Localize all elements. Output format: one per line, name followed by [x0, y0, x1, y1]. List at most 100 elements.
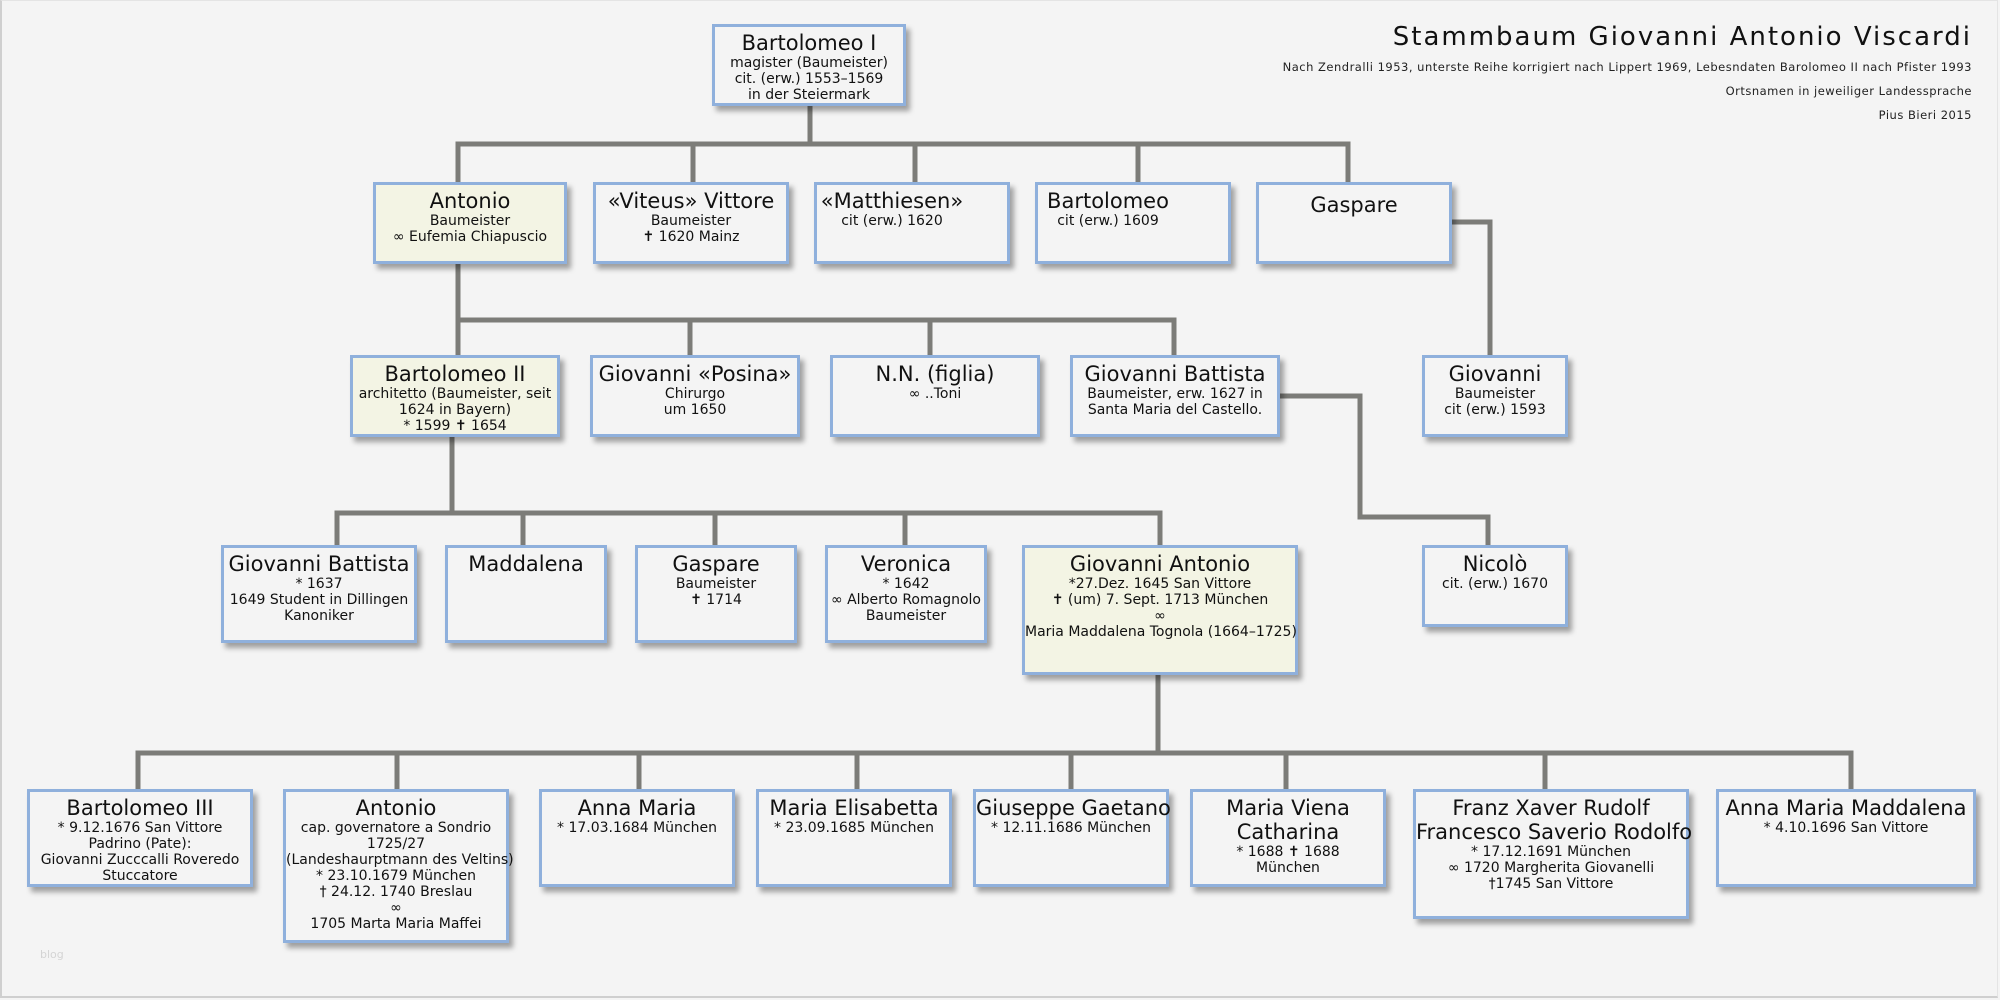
person-detail: Maria Maddalena Tognola (1664–1725)	[1025, 624, 1297, 641]
person-name: Giovanni «Posina»	[598, 362, 792, 386]
person-detail: (Landeshaurptmann des Veltins)	[286, 852, 514, 869]
person-detail: München	[1256, 860, 1320, 877]
person-giovanni-battista: Giovanni Battista Baumeister, erw. 1627 …	[1070, 355, 1280, 437]
person-franz-xaver: Franz Xaver Rudolf Francesco Saverio Rod…	[1413, 789, 1693, 919]
person-detail: * 1599 ✝ 1654	[403, 418, 507, 435]
person-detail: ∞ 1720 Margherita Giovanelli	[1447, 860, 1655, 877]
person-name: Antonio	[429, 189, 511, 213]
person-detail: *27.Dez. 1645 San Vittore	[1068, 576, 1252, 593]
person-maria-elisabetta: Maria Elisabetta * 23.09.1685 München	[756, 789, 952, 887]
person-detail: in der Steiermark	[747, 87, 870, 104]
connector-gaspare-giovanni	[1449, 219, 1493, 358]
person-detail: cit. (erw.) 1670	[1442, 576, 1548, 593]
person-name: Antonio	[355, 796, 437, 820]
person-detail: 1624 in Bayern)	[398, 402, 512, 419]
source-note: Nach Zendralli 1953, unterste Reihe korr…	[1282, 60, 1972, 74]
person-maddalena: Maddalena	[445, 545, 607, 643]
person-detail: †1745 San Vittore	[1488, 876, 1614, 893]
person-detail: cit. (erw.) 1553–1569	[734, 71, 884, 88]
person-detail: Baumeister, erw. 1627 in	[1087, 386, 1263, 403]
person-name: Franz Xaver Rudolf	[1452, 796, 1650, 820]
person-name: Gaspare	[1310, 193, 1398, 217]
person-antonio: Antonio Baumeister ∞ Eufemia Chiapuscio	[373, 182, 567, 264]
person-detail: Padrino (Pate):	[88, 836, 192, 853]
person-name: Bartolomeo II	[384, 362, 526, 386]
person-gaspare-2: Gaspare Baumeister ✝ 1714	[635, 545, 797, 643]
person-detail: cit (erw.) 1593	[1444, 402, 1546, 419]
person-name: Bartolomeo I	[741, 31, 877, 55]
person-name: N.N. (figlia)	[875, 362, 995, 386]
person-detail: 1705 Marta Maria Maffei	[310, 916, 482, 933]
person-name: Veronica	[860, 552, 952, 576]
person-detail: * 9.12.1676 San Vittore	[57, 820, 223, 837]
person-name: Gaspare	[672, 552, 760, 576]
person-name: Giuseppe Gaetano	[976, 796, 1171, 820]
person-giovanni-posina: Giovanni «Posina» Chirurgo um 1650	[590, 355, 800, 437]
title-block: Stammbaum Giovanni Antonio Viscardi Nach…	[1283, 22, 1972, 132]
person-name-second-line: Catharina	[1236, 820, 1340, 845]
person-detail: Kanoniker	[284, 608, 354, 625]
person-detail: Stuccatore	[102, 868, 178, 885]
person-name: Bartolomeo III	[66, 796, 214, 820]
person-name: Giovanni Battista	[1084, 362, 1266, 386]
person-detail: Baumeister	[865, 608, 947, 625]
person-giovanni-antonio: Giovanni Antonio *27.Dez. 1645 San Vitto…	[1022, 545, 1298, 675]
diagram-title: Stammbaum Giovanni Antonio Viscardi	[1392, 22, 1972, 52]
person-detail: * 17.12.1691 München	[1471, 844, 1631, 861]
person-detail: ∞ ..Toni	[908, 386, 962, 403]
person-detail: 1649 Student in Dillingen	[229, 592, 409, 609]
person-antonio-2: Antonio cap. governatore a Sondrio 1725/…	[283, 789, 514, 943]
person-detail: 1725/27	[366, 836, 426, 853]
person-detail: Santa Maria del Castello.	[1087, 402, 1263, 419]
person-detail: cit (erw.) 1620	[841, 213, 943, 230]
person-name: Giovanni Battista	[228, 552, 410, 576]
person-detail: * 1637	[295, 576, 343, 593]
person-name: Nicolò	[1462, 552, 1528, 576]
person-detail: * 17.03.1684 München	[557, 820, 717, 837]
person-detail: cit (erw.) 1609	[1057, 213, 1159, 230]
person-name: «Viteus» Vittore	[607, 189, 775, 213]
person-detail: Giovanni Zucccalli Roveredo	[40, 852, 240, 869]
person-detail: cap. governatore a Sondrio	[300, 820, 492, 837]
person-detail: ✝ 1620 Mainz	[642, 229, 740, 246]
person-detail: ∞ Alberto Romagnolo	[830, 592, 981, 609]
person-detail: magister (Baumeister)	[730, 55, 888, 72]
person-detail: * 4.10.1696 San Vittore	[1763, 820, 1929, 837]
person-name: Anna Maria Maddalena	[1725, 796, 1967, 820]
person-anna-maria-maddalena: Anna Maria Maddalena * 4.10.1696 San Vit…	[1716, 789, 1976, 887]
person-veronica: Veronica * 1642 ∞ Alberto Romagnolo Baum…	[825, 545, 987, 643]
person-bartolomeo-ii: Bartolomeo II architetto (Baumeister, se…	[350, 355, 560, 437]
person-detail: Baumeister	[675, 576, 757, 593]
person-giuseppe-gaetano: Giuseppe Gaetano * 12.11.1686 München	[973, 789, 1171, 887]
author-credit: Pius Bieri 2015	[1878, 108, 1972, 122]
person-detail: † 24.12. 1740 Breslau	[319, 884, 473, 901]
person-name: Giovanni Antonio	[1069, 552, 1251, 576]
person-giovanni: Giovanni Baumeister cit (erw.) 1593	[1422, 355, 1568, 437]
person-detail: ∞	[1154, 608, 1166, 625]
person-nn-figlia: N.N. (figlia) ∞ ..Toni	[830, 355, 1040, 437]
person-name: Anna Maria	[577, 796, 697, 820]
person-bartolomeo-iii: Bartolomeo III * 9.12.1676 San Vittore P…	[27, 789, 253, 887]
person-name: Maria Viena	[1226, 796, 1350, 820]
person-detail: * 1688 ✝ 1688	[1236, 844, 1340, 861]
person-anna-maria: Anna Maria * 17.03.1684 München	[539, 789, 735, 887]
connector-giovanni-battista-nicolo	[1277, 393, 1491, 548]
person-detail: * 23.10.1679 München	[316, 868, 476, 885]
person-name: Giovanni	[1448, 362, 1542, 386]
person-matthiesen: «Matthiesen» cit (erw.) 1620	[814, 182, 1010, 264]
person-name: Maddalena	[468, 552, 584, 576]
person-name-second-line: Francesco Saverio Rodolfo	[1416, 820, 1693, 845]
person-detail: Baumeister	[429, 213, 511, 230]
person-name: Bartolomeo	[1047, 189, 1169, 213]
watermark: blog	[40, 948, 64, 961]
person-viteus-vittore: «Viteus» Vittore Baumeister ✝ 1620 Mainz	[593, 182, 789, 264]
person-detail: architetto (Baumeister, seit	[358, 386, 552, 403]
person-maria-viena-catharina: Maria Viena Catharina * 1688 ✝ 1688 Münc…	[1190, 789, 1386, 887]
person-detail: Baumeister	[650, 213, 732, 230]
person-detail: ✝ (um) 7. Sept. 1713 München	[1051, 592, 1269, 609]
person-name: Maria Elisabetta	[769, 796, 939, 820]
person-gaspare: Gaspare	[1256, 182, 1452, 264]
person-giovanni-battista-2: Giovanni Battista * 1637 1649 Student in…	[221, 545, 417, 643]
person-detail: Baumeister	[1454, 386, 1536, 403]
